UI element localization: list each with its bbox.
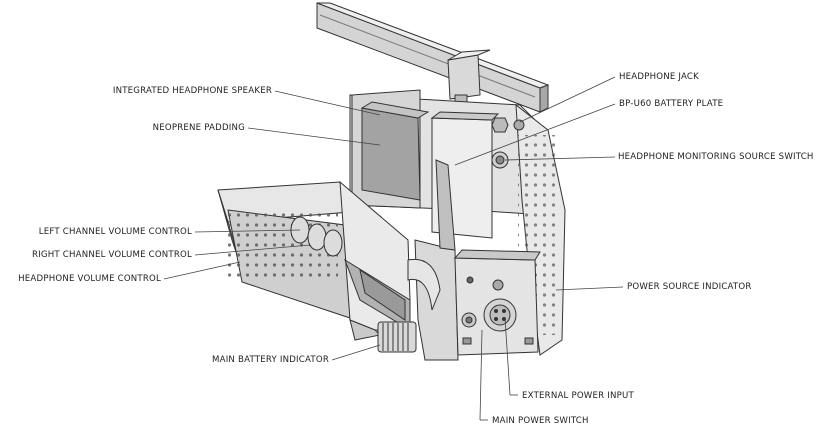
left-extension [217,181,351,319]
battery-indicator-roller [377,321,417,353]
label-main-battery-indicator: MAIN BATTERY INDICATOR [212,355,329,365]
label-external-power-input: EXTERNAL POWER INPUT [522,391,634,401]
label-battery-plate: BP-U60 BATTERY PLATE [619,99,724,109]
label-left-channel-volume-control: LEFT CHANNEL VOLUME CONTROL [38,227,192,237]
front-wedge [339,159,459,361]
leader-lines [163,76,624,421]
label-headphone-monitoring-source-switch: HEADPHONE MONITORING SOURCE SWITCH [618,152,814,162]
label-headphone-volume-control: HEADPHONE VOLUME CONTROL [18,274,161,284]
front-panel [453,249,541,356]
label-power-source-indicator: POWER SOURCE INDICATOR [627,282,752,292]
label-integrated-headphone-speaker: INTEGRATED HEADPHONE SPEAKER [112,86,272,96]
label-neoprene-padding: NEOPRENE PADDING [152,123,245,133]
label-main-power-switch: MAIN POWER SWITCH [492,416,589,426]
label-right-channel-volume-control: RIGHT CHANNEL VOLUME CONTROL [31,250,192,260]
label-headphone-jack: HEADPHONE JACK [619,72,699,82]
